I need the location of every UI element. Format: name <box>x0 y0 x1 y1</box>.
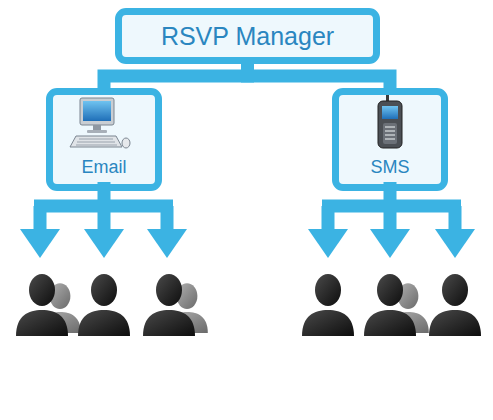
distribution-arrows <box>20 182 475 258</box>
connector-line <box>104 64 248 88</box>
channel-box: SMS <box>332 88 448 191</box>
people <box>16 274 481 336</box>
box-label: RSVP Manager <box>161 22 334 51</box>
box-fill <box>121 14 374 58</box>
box-label: SMS <box>370 157 409 178</box>
box-label: Email <box>81 157 126 178</box>
connector-line <box>248 64 391 88</box>
computer-icon <box>70 98 130 148</box>
phone-icon <box>378 94 402 148</box>
channel-box: Email <box>46 88 162 191</box>
manager-box: RSVP Manager <box>115 8 380 64</box>
box-fill <box>52 94 156 185</box>
box-fill <box>338 94 442 185</box>
box-fills <box>52 14 442 185</box>
